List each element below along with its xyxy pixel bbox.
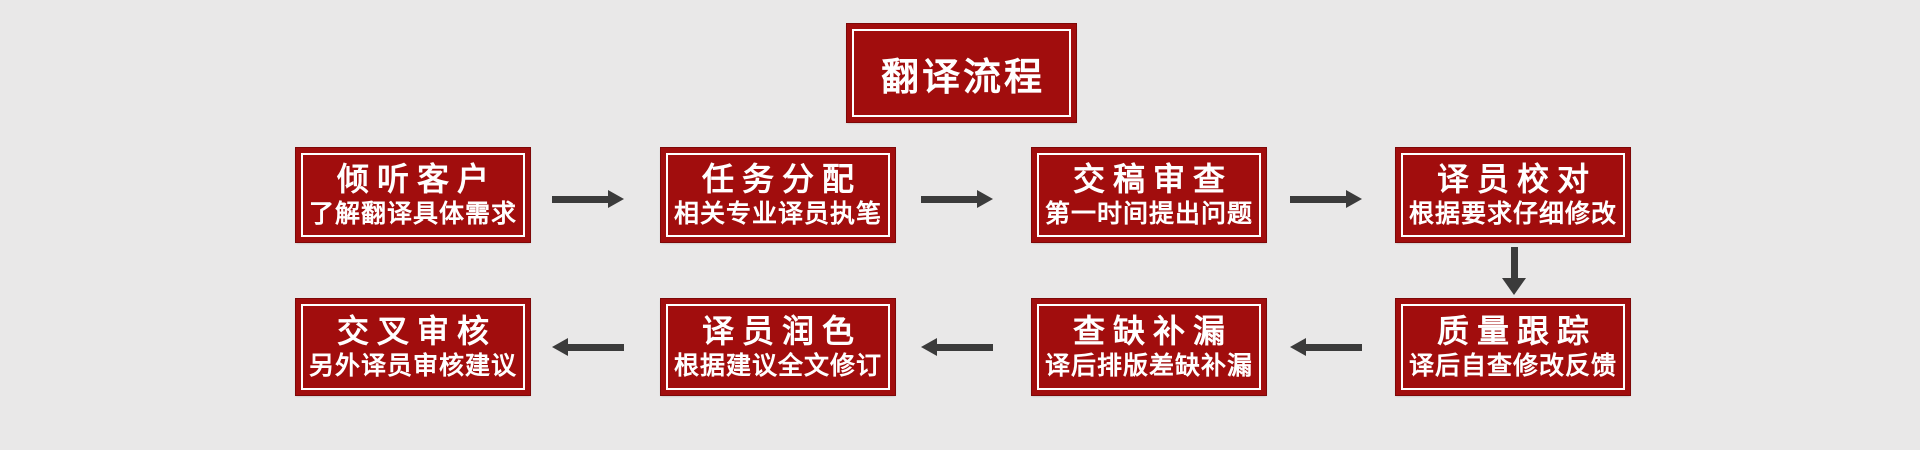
arrow-shaft [552, 195, 608, 203]
arrow-left-icon [921, 338, 993, 356]
step-title: 译员润色 [701, 312, 862, 349]
flow-step-content: 查缺补漏 译后排版差缺补漏 [1037, 304, 1261, 390]
arrow-shaft [568, 343, 624, 351]
step-subtitle: 第一时间提出问题 [1044, 200, 1253, 229]
step-subtitle: 相关专业译员执笔 [673, 200, 882, 229]
step-title: 交稿审查 [1072, 160, 1233, 197]
step-subtitle: 译后排版差缺补漏 [1044, 352, 1253, 381]
arrow-head [1502, 278, 1526, 295]
page-title: 翻译流程 [880, 56, 1045, 99]
arrow-left-icon [552, 338, 624, 356]
flowchart-title-inner: 翻译流程 [852, 29, 1071, 117]
arrow-shaft [1510, 247, 1518, 278]
arrow-head [552, 338, 568, 356]
step-subtitle: 了解翻译具体需求 [308, 200, 517, 229]
arrow-head [608, 190, 624, 208]
arrow-left-icon [1290, 338, 1362, 356]
arrow-shaft [937, 343, 993, 351]
arrow-shaft [921, 195, 977, 203]
arrow-head [1290, 338, 1306, 356]
flow-step-7-translator-polish: 译员润色 根据建议全文修订 [661, 299, 895, 395]
arrow-shaft [1306, 343, 1362, 351]
flowchart-title-box: 翻译流程 [847, 24, 1076, 122]
step-subtitle: 译后自查修改反馈 [1408, 352, 1617, 381]
flow-step-content: 交叉审核 另外译员审核建议 [301, 304, 525, 390]
arrow-shaft [1290, 195, 1346, 203]
flow-step-5-quality-tracking: 质量跟踪 译后自查修改反馈 [1396, 299, 1630, 395]
step-subtitle: 根据要求仔细修改 [1408, 200, 1617, 229]
arrow-head [977, 190, 993, 208]
arrow-down-icon [1502, 247, 1526, 295]
step-subtitle: 另外译员审核建议 [308, 352, 517, 381]
step-title: 任务分配 [701, 160, 862, 197]
flow-step-2-task-assignment: 任务分配 相关专业译员执笔 [661, 148, 895, 242]
flow-step-content: 质量跟踪 译后自查修改反馈 [1401, 304, 1625, 390]
step-title: 倾听客户 [336, 160, 497, 197]
flow-step-4-translator-proofread: 译员校对 根据要求仔细修改 [1396, 148, 1630, 242]
step-subtitle: 根据建议全文修订 [673, 352, 882, 381]
arrow-right-icon [1290, 190, 1362, 208]
flow-step-1-listen-customer: 倾听客户 了解翻译具体需求 [296, 148, 530, 242]
flow-step-content: 任务分配 相关专业译员执笔 [666, 153, 890, 237]
step-title: 译员校对 [1436, 160, 1597, 197]
flow-step-content: 译员校对 根据要求仔细修改 [1401, 153, 1625, 237]
flow-step-8-cross-review: 交叉审核 另外译员审核建议 [296, 299, 530, 395]
arrow-head [1346, 190, 1362, 208]
arrow-head [921, 338, 937, 356]
flow-step-content: 倾听客户 了解翻译具体需求 [301, 153, 525, 237]
step-title: 交叉审核 [336, 312, 497, 349]
flow-step-3-draft-review: 交稿审查 第一时间提出问题 [1032, 148, 1266, 242]
arrow-right-icon [552, 190, 624, 208]
flow-step-content: 交稿审查 第一时间提出问题 [1037, 153, 1261, 237]
flow-step-content: 译员润色 根据建议全文修订 [666, 304, 890, 390]
step-title: 查缺补漏 [1072, 312, 1233, 349]
flow-step-6-gap-filling: 查缺补漏 译后排版差缺补漏 [1032, 299, 1266, 395]
step-title: 质量跟踪 [1436, 312, 1597, 349]
arrow-right-icon [921, 190, 993, 208]
